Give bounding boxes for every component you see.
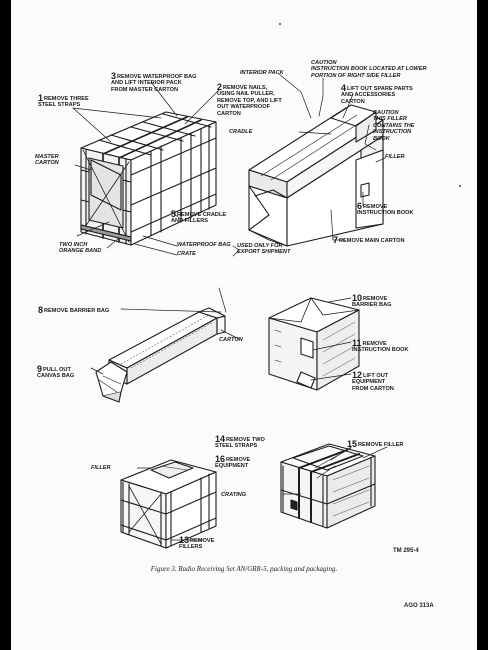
label-step-7: 7REMOVE MAIN CARTON (333, 235, 405, 245)
interior-pack-illustration (248, 104, 384, 247)
ago-code: AGO 313A (404, 603, 434, 609)
label-step-13: 13REMOVE FILLERS (179, 535, 215, 551)
label-step-9: 9PULL OUT CANVAS BAG (37, 364, 75, 380)
page-mark-dot (279, 23, 281, 25)
label-step-5: 5REMOVE CRADLE AND FILLERS (171, 209, 227, 225)
label-filler: FILLER (385, 154, 405, 160)
label-step-3: 3REMOVE WATERPROOF BAG AND LIFT INTERIOR… (111, 71, 197, 93)
label-crate: CRATE (177, 251, 196, 257)
label-step-12: 12LIFT OUT EQUIPMENT FROM CARTON (352, 370, 394, 392)
label-step-6: 6REMOVE INSTRUCTION BOOK (357, 201, 414, 217)
crating-equipment-illustration (280, 443, 376, 529)
leader-lines (72, 73, 388, 541)
open-carton-illustration (268, 297, 360, 391)
label-step-1: 1REMOVE THREE STEEL STRAPS (38, 93, 89, 109)
page-mark-dot-right (459, 185, 461, 187)
label-cradle: CRADLE (229, 129, 253, 135)
barrier-bag-carton-illustration (95, 307, 226, 403)
figure-caption: Figure 3. Radio Receiving Set AN/GRR-5, … (150, 565, 338, 573)
packing-diagram (72, 73, 388, 549)
label-step-15: 15REMOVE FILLER (347, 439, 404, 449)
label-step-16: 16REMOVE EQUIPMENT (215, 454, 251, 470)
label-filler-bottom: FILLER (91, 465, 111, 471)
label-carton: CARTON (219, 337, 243, 343)
label-interior-pack: INTERIOR PACK (240, 70, 284, 76)
label-caution-filler: CAUTION THIS FILLER CONTAINS THE INSTRUC… (373, 110, 415, 142)
label-step-14: 14REMOVE TWO STEEL STRAPS (215, 434, 265, 450)
crate-filler-illustration (120, 459, 217, 549)
label-step-8: 8REMOVE BARRIER BAG (38, 305, 110, 315)
label-step-11: 11REMOVE INSTRUCTION BOOK (352, 338, 409, 354)
label-waterproof-bag: WATERPROOF BAG (177, 242, 231, 248)
label-step-2: 2REMOVE NAILS, USING NAIL PULLER, REMOVE… (217, 82, 282, 117)
label-two-inch-orange-band: TWO INCH ORANGE BAND (59, 242, 102, 255)
label-caution-instruction-book: CAUTION INSTRUCTION BOOK LOCATED AT LOWE… (311, 60, 427, 79)
label-crating: CRATING (221, 492, 247, 498)
manual-page: 1REMOVE THREE STEEL STRAPS 3REMOVE WATER… (11, 0, 477, 650)
label-step-10: 10REMOVE BARRIER BAG (352, 293, 392, 309)
tm-code: TM 295-4 (393, 548, 419, 554)
label-master-carton: MASTER CARTON (35, 154, 59, 167)
label-step-4: 4LIFT OUT SPARE PARTS AND ACCESSORIES CA… (341, 83, 413, 105)
label-export-shipment: USED ONLY FOR EXPORT SHIPMENT (237, 243, 291, 256)
crate-master-carton-illustration (80, 111, 217, 246)
